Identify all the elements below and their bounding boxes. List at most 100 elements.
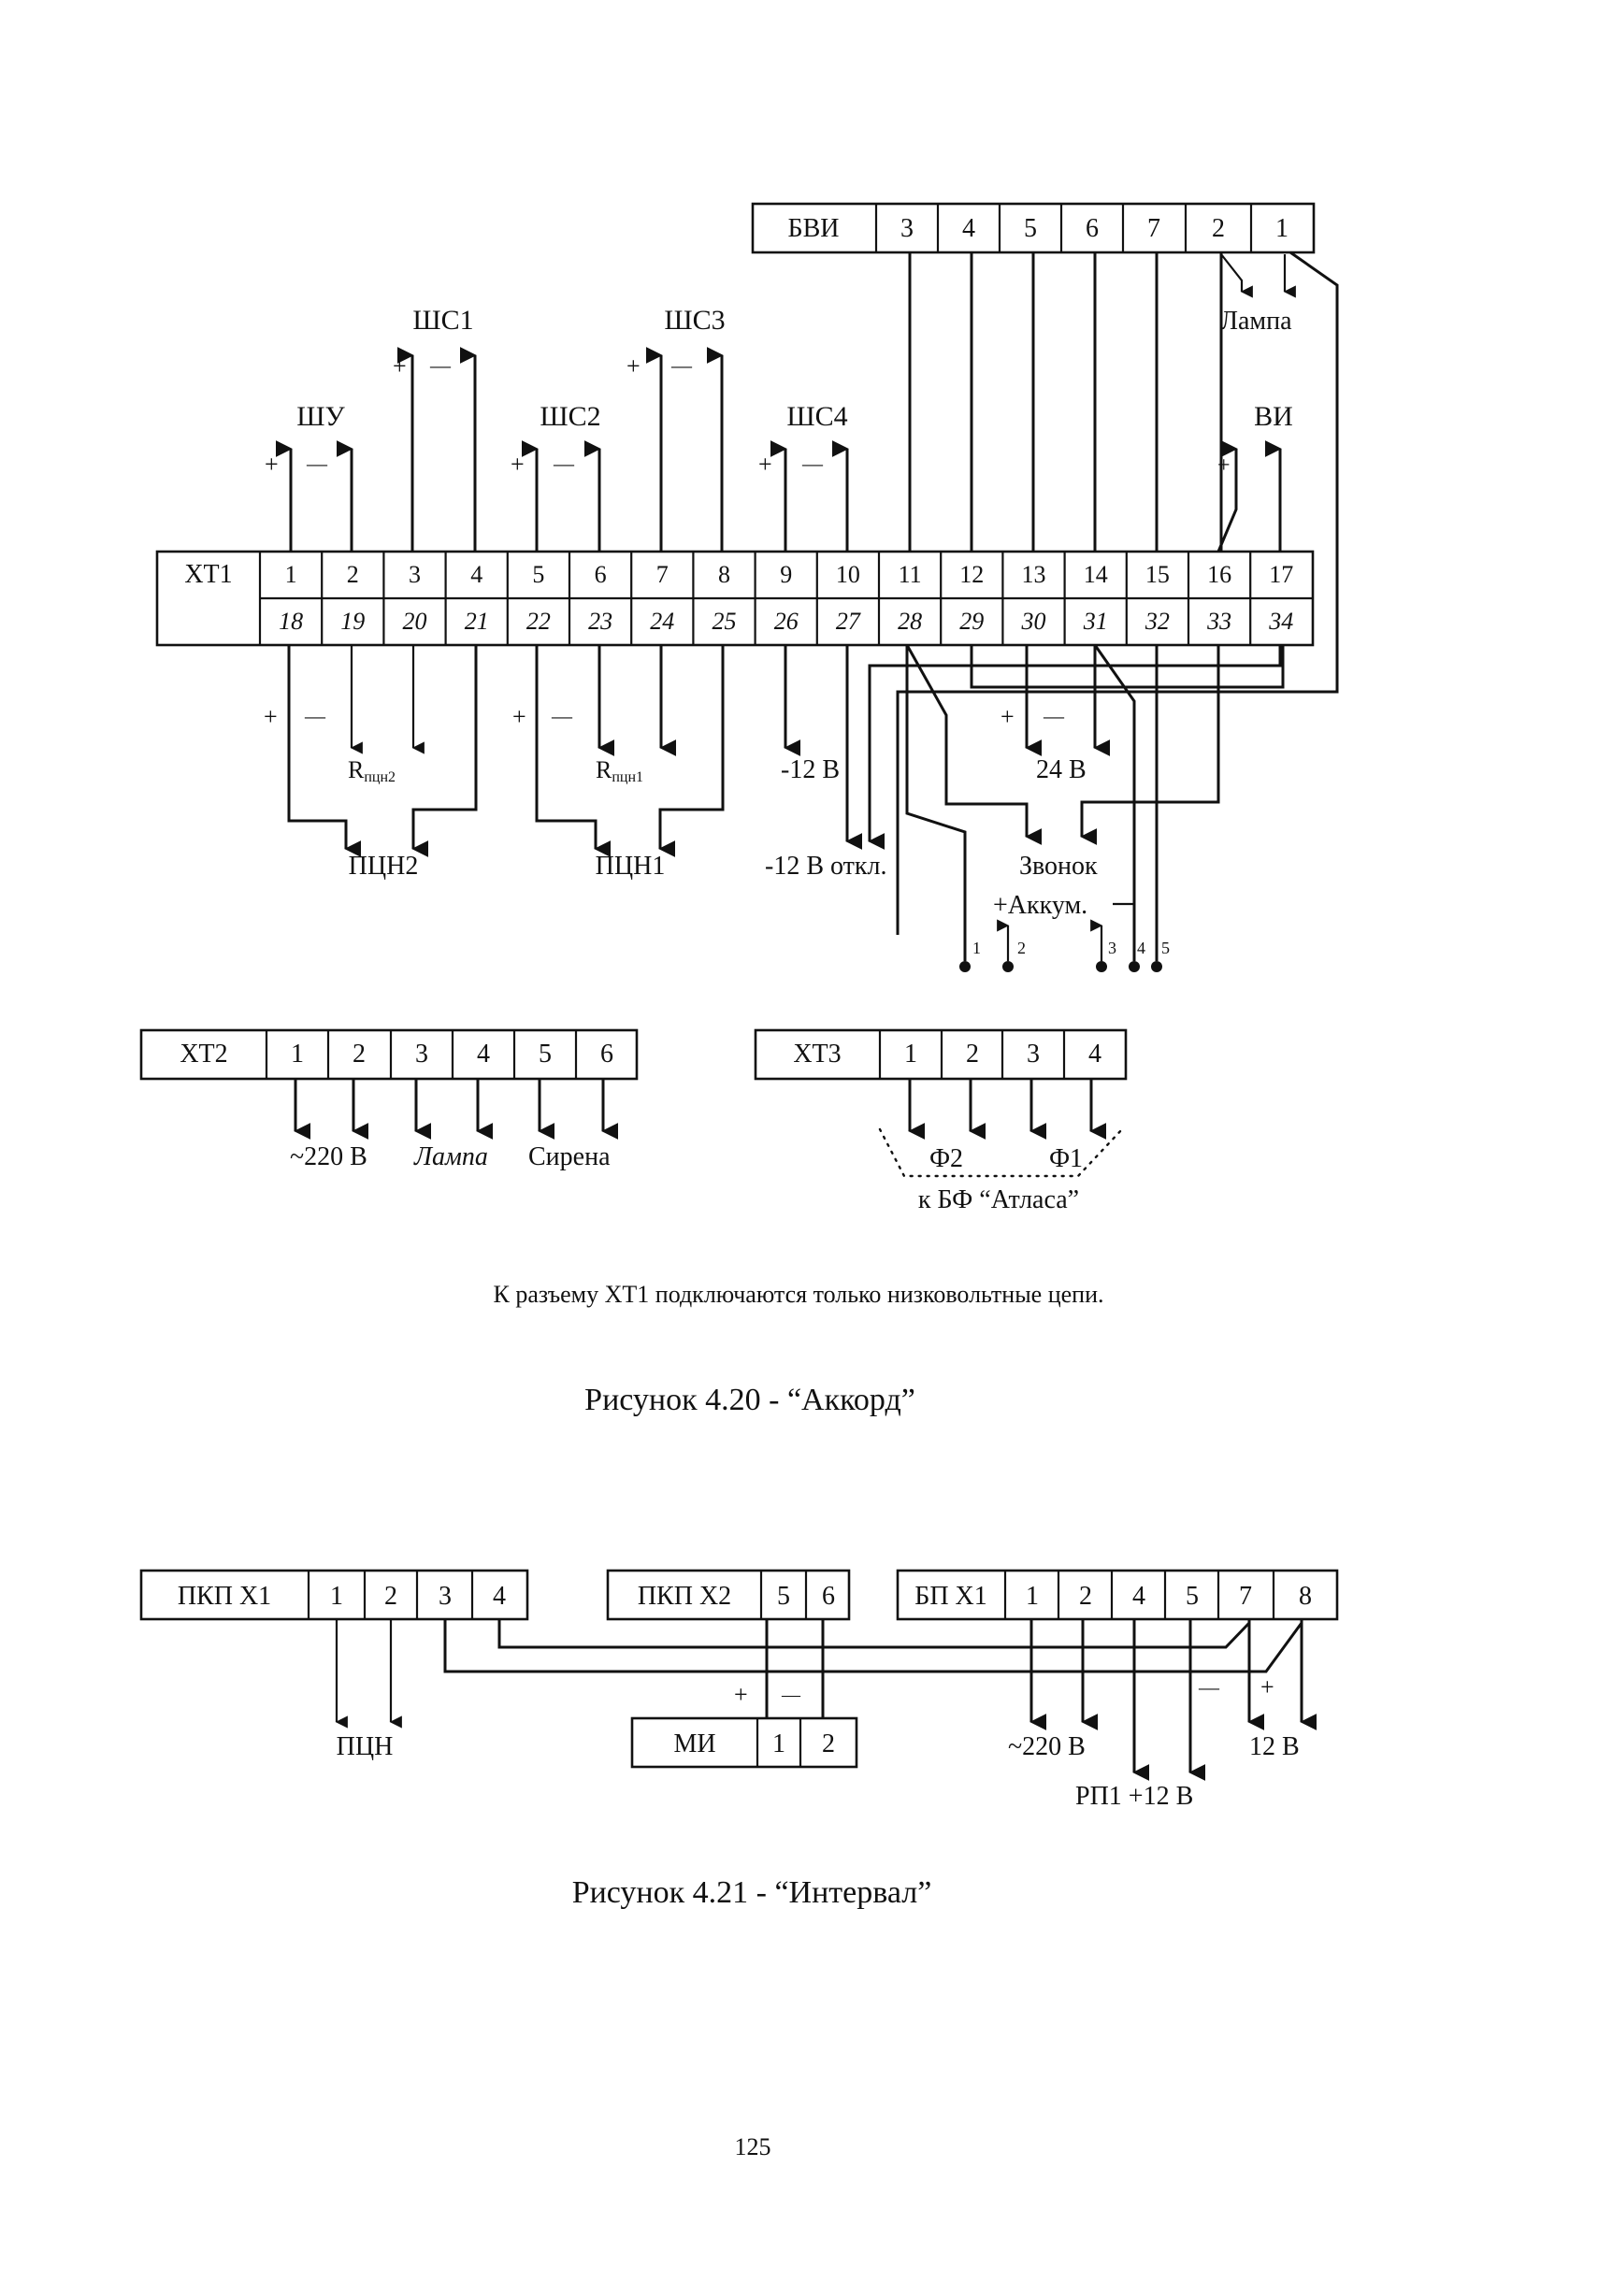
bvi-label: БВИ [788,214,840,243]
plus-sign: + [758,451,772,478]
minus-sign: — [670,353,693,377]
plus-sign: + [734,1681,748,1708]
rp1-label: РП1 +12 В [1075,1782,1193,1811]
bvi-pin: 6 [1086,214,1099,243]
xt1-bottom-pin: 30 [1021,608,1046,635]
bp-x1-label: БП X1 [914,1582,987,1611]
bvi-pin: 1 [1275,214,1288,243]
figure-4-21-signs: + — — + [734,1673,1274,1708]
minus-sign: — [551,704,573,727]
xt1-top-pin: 5 [532,561,544,588]
xt1-top-pin: 4 [470,561,482,588]
bp-x1-pin: 2 [1079,1582,1092,1611]
pkp-x1-pin: 3 [439,1582,452,1611]
bp-x1-pin: 4 [1132,1582,1145,1611]
xt1-top-pin: 7 [656,561,669,588]
xt3-label: XT3 [793,1040,841,1069]
xt1-bottom-pin: 24 [650,608,674,635]
pkp-x1-pin: 1 [330,1582,343,1611]
plus-sign: + [1001,703,1015,730]
xt3-pin: 4 [1088,1040,1101,1069]
xt2-siren-label: Сирена [528,1142,611,1171]
pkp-x1-pin: 4 [493,1582,506,1611]
plus-sign: + [511,451,525,478]
xt1-bottom-pin: 23 [588,608,612,635]
xt1-top-pin: 13 [1022,561,1046,588]
polarity-signs-top: + — + — + — + — + — + [265,352,1231,478]
figure-4-20-caption: Рисунок 4.20 - “Аккорд” [584,1383,915,1417]
pcn2-label: ПЦН2 [349,852,419,881]
xt1-top-pin: 11 [899,561,922,588]
pkp-x2-label: ПКП X2 [638,1582,731,1611]
minus-sign: — [304,704,326,727]
bp-x1-pin: 7 [1239,1582,1252,1611]
terminal-3: 3 [1108,939,1116,957]
bp-x1-connector: БП X1 1 2 4 5 7 8 [896,1569,1339,1621]
xt1-bottom-pin: 29 [959,608,984,635]
bvi-wires: Лампа [896,251,1339,935]
xt1-top-pin: 12 [959,561,984,588]
minus12-label: -12 В [781,755,840,784]
pkp-x2-pin: 5 [777,1582,790,1611]
xt2-pin: 5 [539,1040,552,1069]
v24-label: 24 В [1036,755,1087,784]
xt1-top-pin: 16 [1207,561,1231,588]
xt2-pin: 1 [291,1040,304,1069]
terminal-5: 5 [1161,939,1170,957]
xt1-top-pin: 15 [1145,561,1170,588]
figure-4-21-caption: Рисунок 4.21 - “Интервал” [572,1875,932,1910]
v12-label: 12 В [1249,1732,1300,1761]
xt3-connector: XT3 1 2 3 4 Ф2 Ф1 к БФ “Атласа” [754,1028,1128,1214]
xt1-bottom-pin: 25 [713,608,737,635]
xt1-label: XT1 [184,560,232,589]
xt3-pin: 3 [1027,1040,1040,1069]
xt1-top-pin: 3 [409,561,421,588]
xt2-connector: XT2 1 2 3 4 5 6 ~220 В Лампа Сирена [139,1028,639,1171]
xt1-bottom-pin: 33 [1206,608,1231,635]
shs1-label: ШС1 [412,305,473,336]
terminal-2: 2 [1017,939,1026,957]
minus12-off-label: -12 В откл. [765,852,886,881]
shs4-label: ШС4 [786,401,847,432]
bvi-connector: БВИ 3 4 5 6 7 2 1 [751,202,1316,254]
minus-sign: — [306,452,328,475]
xt3-pin: 2 [966,1040,979,1069]
minus-sign: — [801,452,824,475]
minus-sign: — [781,1685,801,1705]
xt1-bottom-pin: 28 [898,608,922,635]
xt2-pin: 3 [415,1040,428,1069]
shs3-label: ШС3 [664,305,725,336]
plus-sign: + [1217,453,1231,478]
mi-label: МИ [673,1729,715,1758]
bvi-pin: 7 [1147,214,1160,243]
xt1-top-pin: 9 [780,561,792,588]
bvi-lamp-label: Лампа [1220,307,1292,336]
pkp-x1-label: ПКП X1 [178,1582,271,1611]
bvi-pin: 4 [962,214,975,243]
polarity-signs-bottom: + — + — + — [264,703,1065,730]
minus-sign: — [553,452,575,475]
bvi-pin: 3 [900,214,914,243]
bp-x1-pin: 5 [1186,1582,1199,1611]
xt1-top-pin: 8 [718,561,730,588]
terminal-1: 1 [972,939,981,957]
akkum-label: +Аккум. [993,891,1087,920]
xt1-note: К разъему XT1 подключаются только низков… [493,1281,1103,1308]
shu-label: ШУ [296,401,345,432]
pkp-x2-connector: ПКП X2 5 6 [606,1569,851,1621]
xt1-bottom-pin: 22 [526,608,551,635]
xt1-bottom-pin: 21 [465,608,489,635]
bp-x1-pin: 1 [1026,1582,1039,1611]
shs2-label: ШС2 [540,401,600,432]
vi-label: ВИ [1254,401,1293,432]
xt3-f1-label: Ф1 [1049,1144,1083,1173]
xt1-lower-wires [287,644,1285,972]
xt1-bottom-pin: 18 [279,608,303,635]
bvi-pin: 2 [1212,214,1225,243]
xt1-output-labels: Rпцн2 Rпцн1 ПЦН2 ПЦН1 -12 В -12 В откл. … [348,755,1170,957]
minus-sign: — [1198,1675,1220,1699]
pkp-x1-pin: 2 [384,1582,397,1611]
r-pcn2-label: Rпцн2 [348,756,396,785]
